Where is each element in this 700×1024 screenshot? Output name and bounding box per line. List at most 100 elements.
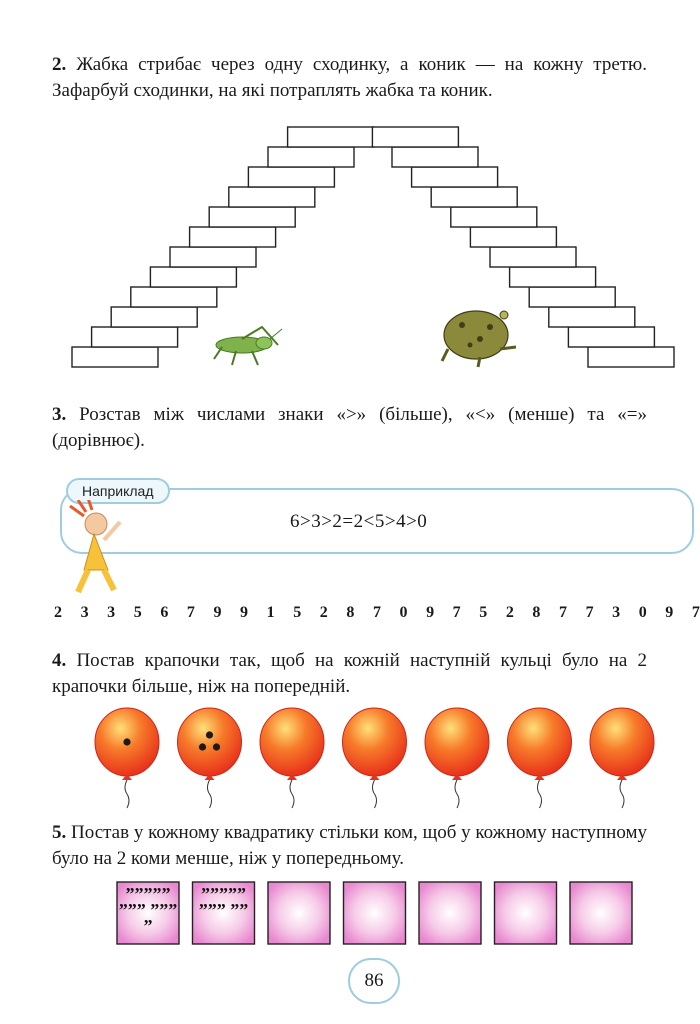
balloon-knot (617, 774, 627, 780)
stair-step-right[interactable] (371, 126, 460, 148)
square-box[interactable] (569, 881, 633, 945)
digit: 7 (585, 604, 594, 621)
grasshopper-icon (213, 325, 283, 366)
digit: 8 (346, 604, 355, 621)
digit: 8 (532, 604, 541, 621)
stair-step-right[interactable] (508, 266, 597, 288)
stair-step-left[interactable] (228, 186, 316, 208)
stair-step-left[interactable] (90, 326, 179, 348)
digit: 3 (80, 604, 89, 621)
digit: 3 (107, 604, 116, 621)
balloon[interactable] (342, 707, 407, 809)
balloon-body[interactable] (177, 707, 242, 777)
stair-step-left[interactable] (247, 166, 336, 188)
stair-step-left[interactable] (130, 286, 218, 308)
stair-step-right[interactable] (410, 166, 499, 188)
balloon-dot (198, 743, 207, 751)
balloon-string (124, 779, 130, 809)
stair-step-left[interactable] (286, 126, 375, 148)
comma-square[interactable] (418, 881, 482, 945)
square-box[interactable] (191, 881, 256, 945)
task-2: 2. Жабка стрибає через одну сходинку, а … (52, 52, 647, 104)
page-number: 86 (348, 958, 400, 1004)
digit: 2 (505, 604, 514, 621)
task-3-number: 3. (52, 404, 67, 425)
example-label: Наприклад (66, 478, 170, 504)
square-row: ”””””””” ”””””””””””” ”” (116, 881, 633, 945)
balloon-dot (205, 731, 214, 739)
square-box[interactable] (342, 881, 407, 945)
balloon[interactable] (177, 707, 242, 809)
task-2-text: Жабка стрибає через одну сходинку, а кон… (52, 54, 647, 101)
square-box[interactable] (116, 881, 180, 945)
stair-step-right[interactable] (469, 226, 558, 248)
girl-icon (69, 500, 122, 594)
comma-square[interactable] (493, 881, 558, 945)
stair-step-left[interactable] (188, 226, 277, 248)
task-4-text: Постав крапочки так, щоб на кожній насту… (52, 650, 648, 697)
task-5-text: Постав у кожному квадратику стільки ком,… (52, 822, 647, 869)
stair-step-left[interactable] (208, 206, 296, 228)
balloon-knot (534, 774, 545, 780)
balloon[interactable] (424, 707, 490, 809)
balloon-knot (287, 774, 297, 780)
stair-step-right[interactable] (489, 246, 577, 268)
balloon-string (207, 779, 212, 809)
staircase (71, 126, 675, 368)
comma-square[interactable] (342, 881, 407, 945)
square-box[interactable] (493, 881, 558, 945)
task-4: 4. Постав крапочки так, щоб на кожній на… (52, 648, 647, 700)
balloon-string (537, 779, 542, 809)
stair-step-right[interactable] (528, 286, 616, 308)
comma-line: ””””” (201, 884, 246, 904)
comma-line: ””” ””” (119, 900, 178, 920)
balloon-string (454, 779, 460, 809)
digit: 6 (160, 604, 169, 621)
balloon-string (289, 779, 295, 809)
digit: 1 (266, 604, 275, 621)
task-2-number: 2. (52, 54, 67, 75)
balloon-body[interactable] (507, 707, 572, 777)
balloon[interactable] (94, 707, 160, 809)
comma-square[interactable]: ”””””””” ”””” (116, 881, 180, 945)
digit: 2 (54, 604, 62, 621)
stair-step-right[interactable] (587, 346, 675, 368)
balloon-body[interactable] (342, 707, 407, 777)
stair-step-right[interactable] (567, 326, 656, 348)
balloon-knot (122, 774, 132, 780)
digit: 7 (691, 604, 700, 621)
stair-step-left[interactable] (267, 146, 355, 168)
comma-line: ””””” (126, 884, 171, 904)
digit: 2 (319, 604, 328, 621)
task-4-number: 4. (52, 650, 67, 671)
stair-step-left[interactable] (169, 246, 257, 268)
digit: 7 (452, 604, 461, 621)
square-box[interactable] (418, 881, 482, 945)
stair-step-right[interactable] (450, 206, 538, 228)
stair-step-right[interactable] (391, 146, 479, 168)
square-box[interactable] (267, 881, 331, 945)
stair-step-left[interactable] (149, 266, 238, 288)
balloon[interactable] (507, 707, 572, 809)
balloon-body[interactable] (259, 707, 325, 777)
stair-step-left[interactable] (71, 346, 159, 368)
stair-step-right[interactable] (548, 306, 636, 328)
balloon-body[interactable] (424, 707, 490, 777)
comma-square[interactable]: ”””””””” ”” (191, 881, 256, 945)
digit: 9 (426, 604, 435, 621)
digit: 3 (612, 604, 621, 621)
stair-step-right[interactable] (430, 186, 518, 208)
comma-square[interactable] (569, 881, 633, 945)
balloon-dot (212, 743, 221, 751)
stair-step-left[interactable] (110, 306, 198, 328)
balloon[interactable] (589, 707, 655, 809)
balloon-row (94, 707, 655, 809)
comma-square[interactable] (267, 881, 331, 945)
balloon[interactable] (259, 707, 325, 809)
digit: 0 (638, 604, 647, 621)
digit: 7 (186, 604, 195, 621)
digit: 9 (665, 604, 674, 621)
balloon-body[interactable] (589, 707, 655, 777)
digit: 9 (213, 604, 222, 621)
